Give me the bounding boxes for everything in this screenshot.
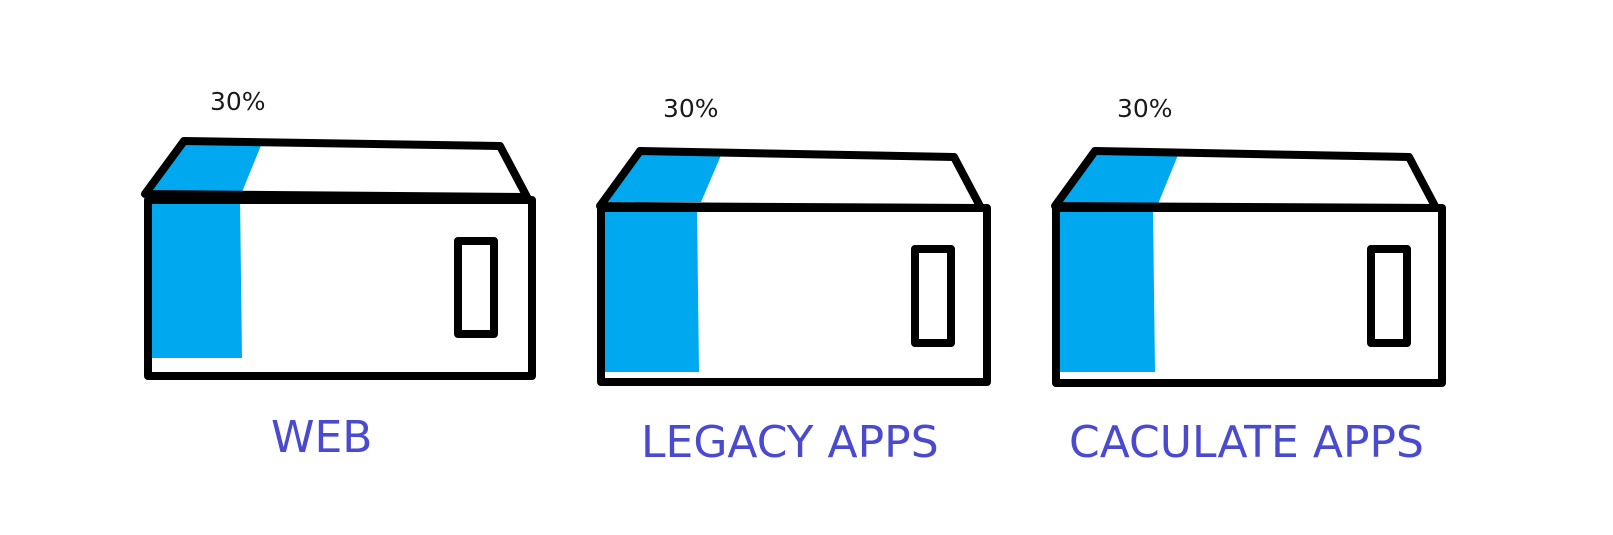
- box-caculate-apps: 30% CACULATE APPS: [1051, 94, 1446, 468]
- box-web-slot: [454, 237, 498, 338]
- box-caculate-apps-fill-lid: [1059, 155, 1178, 204]
- box-legacy-apps-caption: LEGACY APPS: [641, 417, 939, 468]
- box-legacy-apps-percent-label: 30%: [663, 94, 719, 123]
- box-caculate-apps-body-outline: [1052, 204, 1446, 387]
- box-caculate-apps-percent-label: 30%: [1117, 94, 1173, 123]
- box-legacy-apps-fill-front: [603, 208, 699, 372]
- box-web: 30% WEB: [141, 87, 536, 463]
- box-caculate-apps-fill-front: [1059, 210, 1155, 372]
- box-web-fill-front: [148, 198, 242, 358]
- box-web-caption: WEB: [271, 412, 373, 463]
- box-caculate-apps-slot: [1367, 245, 1411, 347]
- box-legacy-apps-slot: [911, 245, 955, 347]
- box-web-percent-label: 30%: [210, 87, 266, 116]
- box-web-body-outline: [144, 196, 536, 380]
- box-legacy-apps: 30% LEGACY APPS: [596, 94, 991, 468]
- box-caculate-apps-caption: CACULATE APPS: [1069, 417, 1424, 468]
- box-legacy-apps-body-outline: [597, 204, 991, 386]
